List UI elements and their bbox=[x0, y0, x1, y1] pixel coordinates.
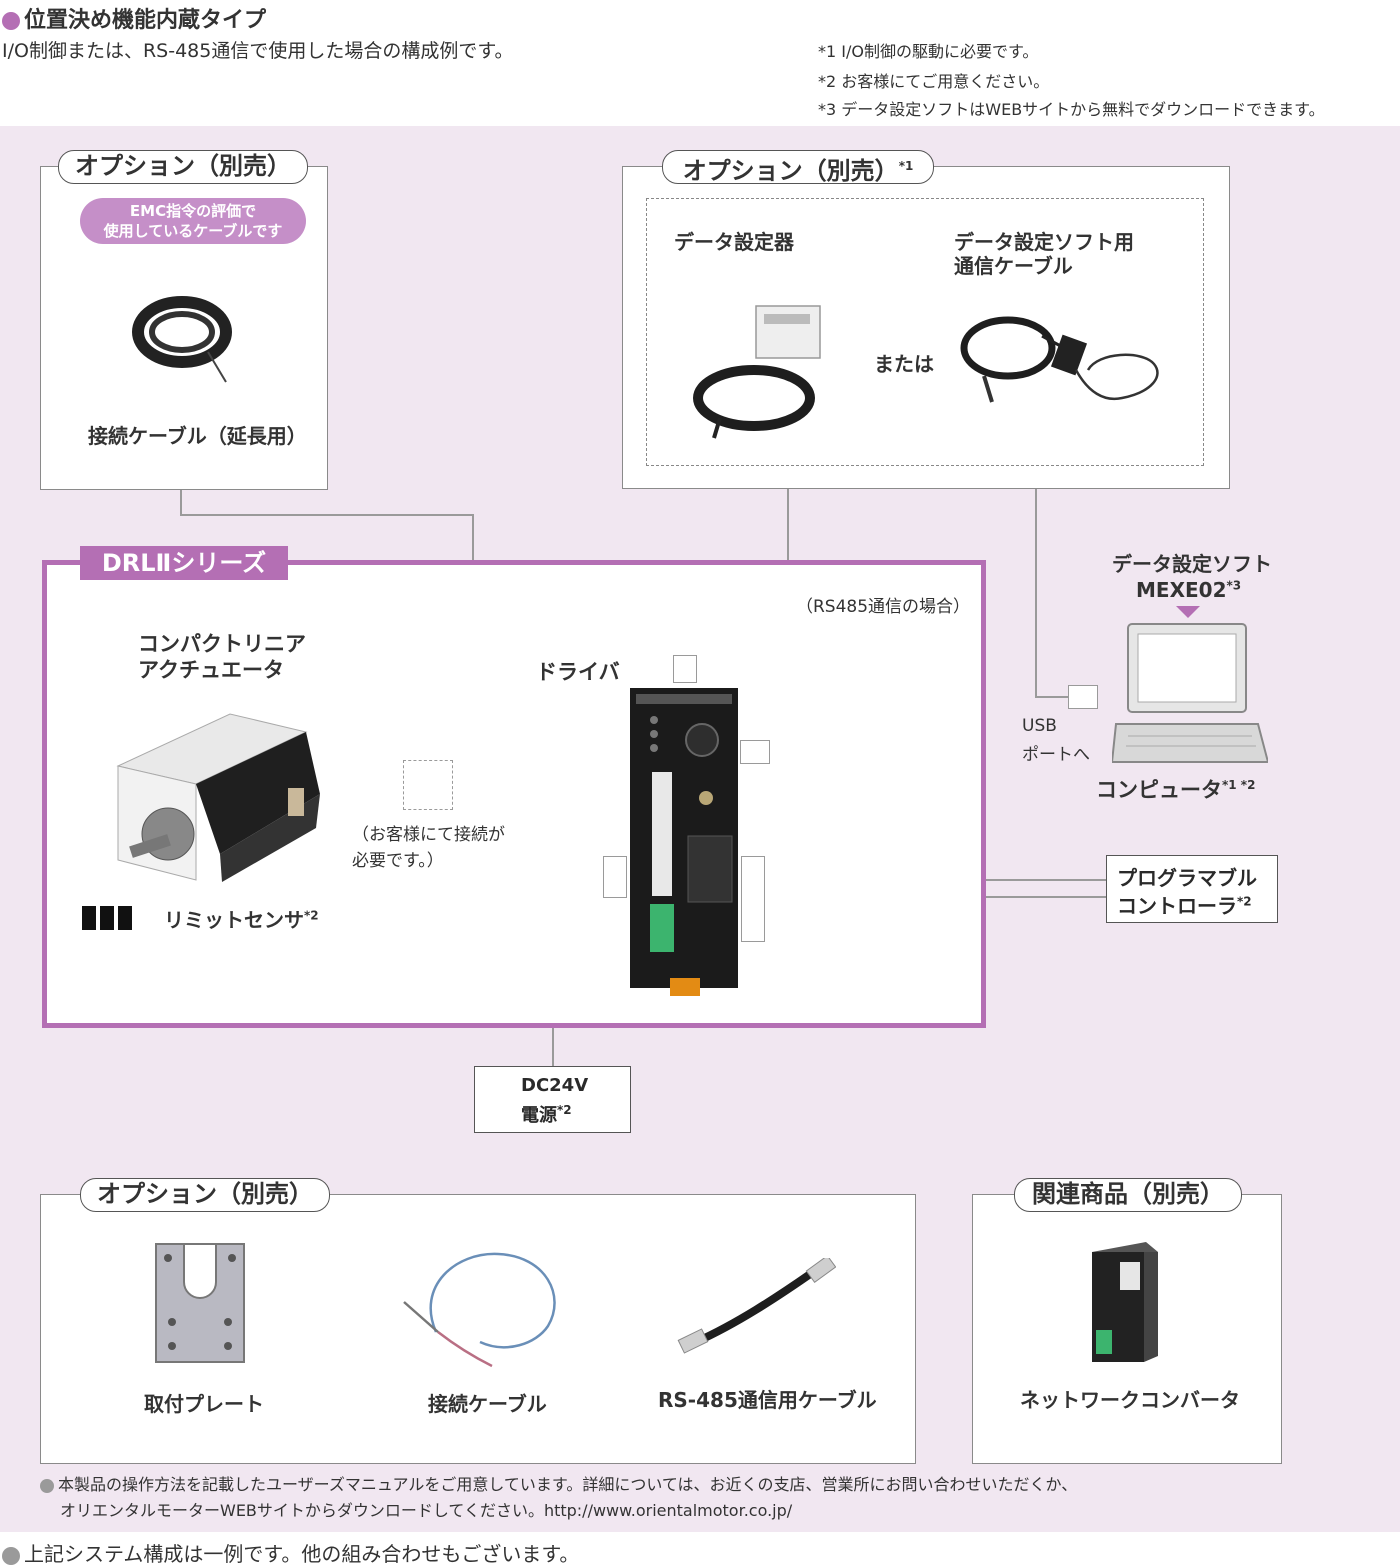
actuator-icon bbox=[116, 713, 320, 882]
option-cable-tab: オプション（別売） bbox=[58, 150, 308, 184]
option-data-tab: オプション（別売）*1 bbox=[662, 150, 934, 185]
footnote-2: *2 お客様にてご用意ください。 bbox=[818, 72, 1050, 91]
motor-connector-dashed bbox=[403, 760, 453, 810]
limit-sensor-icon bbox=[100, 906, 114, 930]
usb-cable-icon bbox=[960, 316, 1159, 403]
customer-connect-note-1: （お客様にて接続が bbox=[352, 825, 505, 845]
system-note: 上記システム構成は一例です。他の組み合わせもございます。 bbox=[2, 1538, 579, 1567]
comm-cable-label-1: データ設定ソフト用 bbox=[954, 230, 1134, 254]
drl-series-box bbox=[42, 560, 986, 1028]
software-label-1: データ設定ソフト bbox=[1112, 552, 1272, 576]
limit-sensor-icon bbox=[82, 906, 96, 930]
emc-badge: EMC指令の評価で 使用しているケーブルです bbox=[80, 198, 306, 244]
rs485-note: （RS485通信の場合） bbox=[796, 597, 971, 617]
customer-connect-note-2: 必要です。） bbox=[352, 851, 444, 871]
option-bottom-tab: オプション（別売） bbox=[80, 1178, 330, 1212]
title-bullet-icon bbox=[2, 12, 20, 30]
computer-icon bbox=[1112, 623, 1268, 763]
limit-sensor-icon bbox=[118, 906, 132, 930]
network-converter-label: ネットワークコンバータ bbox=[1020, 1388, 1240, 1412]
usb-port-connector bbox=[1068, 685, 1098, 709]
mounting-plate-label: 取付プレート bbox=[144, 1392, 264, 1416]
drl-series-tab: DRLⅡシリーズ bbox=[80, 546, 288, 580]
computer-label: コンピュータ*1 *2 bbox=[1096, 778, 1256, 802]
driver-top-connector bbox=[673, 655, 697, 683]
rs485-cable-icon bbox=[677, 1258, 836, 1354]
manual-note: 本製品の操作方法を記載したユーザーズマニュアルをご用意しています。詳細については… bbox=[40, 1472, 1077, 1524]
footnote-1: *1 I/O制御の駆動に必要です。 bbox=[818, 42, 1039, 61]
option-data-dashed-area bbox=[646, 198, 1204, 466]
actuator-label-1: コンパクトリニア bbox=[138, 632, 306, 656]
power-box: DC24V 電源*2 bbox=[474, 1066, 631, 1133]
network-converter-icon bbox=[1092, 1242, 1158, 1362]
data-setter-label: データ設定器 bbox=[674, 230, 794, 254]
usb-label-1: USB bbox=[1022, 716, 1057, 736]
driver-io-connector bbox=[741, 856, 765, 942]
system-note-bullet-icon bbox=[2, 1546, 20, 1565]
page-title: 位置決め機能内蔵タイプ bbox=[2, 2, 266, 34]
option-data-box bbox=[622, 166, 1230, 489]
extension-cable-icon bbox=[132, 296, 232, 383]
mounting-plate-icon bbox=[155, 1243, 245, 1363]
limit-sensor-label: リミットセンサ*2 bbox=[164, 908, 319, 932]
driver-motor-connector bbox=[603, 856, 627, 898]
driver-right-connector bbox=[740, 740, 770, 764]
extension-cable-label: 接続ケーブル（延長用） bbox=[88, 424, 307, 448]
usb-label-2: ポートへ bbox=[1022, 745, 1090, 765]
comm-cable-label-2: 通信ケーブル bbox=[954, 254, 1073, 278]
connection-cable-label: 接続ケーブル bbox=[428, 1392, 547, 1416]
connection-cable-icon bbox=[403, 1252, 556, 1368]
or-text: または bbox=[874, 352, 934, 376]
rs485-cable-label: RS-485通信用ケーブル bbox=[658, 1388, 877, 1412]
related-tab: 関連商品（別売） bbox=[1014, 1178, 1242, 1212]
software-label-2: MEXE02*3 bbox=[1136, 578, 1242, 602]
manual-bullet-icon bbox=[40, 1478, 54, 1493]
actuator-label-2: アクチュエータ bbox=[138, 658, 284, 682]
footnote-3: *3 データ設定ソフトはWEBサイトから無料でダウンロードできます。 bbox=[818, 100, 1325, 119]
plc-box: プログラマブル コントローラ*2 bbox=[1106, 855, 1278, 923]
driver-label: ドライバ bbox=[536, 660, 620, 684]
data-setter-icon bbox=[693, 305, 821, 439]
driver-icon bbox=[630, 688, 738, 996]
limit-sensor-icons bbox=[82, 906, 132, 934]
page-subtitle: I/O制御または、RS-485通信で使用した場合の構成例です。 bbox=[2, 40, 514, 62]
